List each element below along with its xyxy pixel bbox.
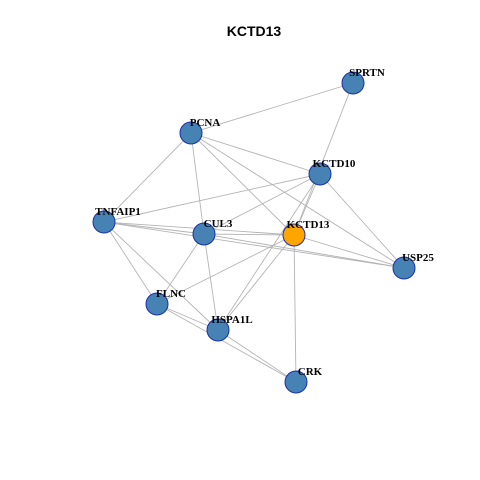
edge-tnfaip1-cul3 (103, 221, 205, 235)
edge-kctd10-cul3 (203, 173, 321, 235)
node-label-kctd13: KCTD13 (287, 219, 330, 231)
edge-flnc-crk (156, 303, 297, 383)
edge-sprtn-kctd13 (293, 82, 354, 236)
edge-pcna-usp25 (190, 132, 405, 269)
edge-cul3-kctd13 (203, 233, 295, 236)
edge-kctd13-crk (293, 234, 297, 383)
node-pcna[interactable] (179, 121, 203, 145)
edge-kctd10-usp25 (319, 173, 405, 269)
node-flnc[interactable] (145, 292, 169, 316)
node-hspa1l[interactable] (206, 318, 230, 342)
edge-kctd13-flnc (156, 234, 295, 305)
node-sprtn[interactable] (341, 71, 365, 95)
node-tnfaip1[interactable] (92, 210, 116, 234)
edge-tnfaip1-hspa1l (103, 221, 219, 331)
node-label-sprtn: SPRTN (349, 67, 385, 79)
node-kctd10[interactable] (308, 162, 332, 186)
edge-layer (103, 82, 405, 383)
node-label-pcna: PCNA (190, 117, 221, 129)
edge-kctd13-hspa1l (217, 234, 295, 331)
node-label-tnfaip1: TNFAIP1 (95, 206, 141, 218)
edge-cul3-flnc (156, 233, 205, 305)
edge-pcna-tnfaip1 (103, 132, 192, 223)
node-label-cul3: CUL3 (204, 218, 233, 230)
node-label-kctd10: KCTD10 (313, 158, 356, 170)
node-label-flnc: FLNC (156, 288, 186, 300)
edge-kctd10-hspa1l (217, 173, 321, 331)
node-crk[interactable] (284, 370, 308, 394)
node-label-usp25: USP25 (402, 252, 434, 264)
edge-cul3-usp25 (203, 233, 405, 269)
edge-tnfaip1-usp25 (103, 221, 405, 269)
edge-pcna-kctd10 (190, 132, 321, 175)
node-kctd13[interactable] (282, 223, 306, 247)
node-label-crk: CRK (298, 366, 323, 378)
edge-pcna-kctd13 (190, 132, 295, 236)
node-layer (92, 71, 416, 394)
node-usp25[interactable] (392, 256, 416, 280)
edge-hspa1l-crk (217, 329, 297, 383)
edge-pcna-cul3 (190, 132, 205, 235)
node-label-hspa1l: HSPA1L (211, 314, 252, 326)
edge-kctd13-usp25 (293, 234, 405, 269)
edge-cul3-hspa1l (203, 233, 219, 331)
edge-kctd10-tnfaip1 (103, 173, 321, 223)
edge-pcna-sprtn (190, 82, 354, 134)
node-cul3[interactable] (192, 222, 216, 246)
edge-tnfaip1-flnc (103, 221, 158, 305)
chart-title: KCTD13 (227, 23, 282, 39)
